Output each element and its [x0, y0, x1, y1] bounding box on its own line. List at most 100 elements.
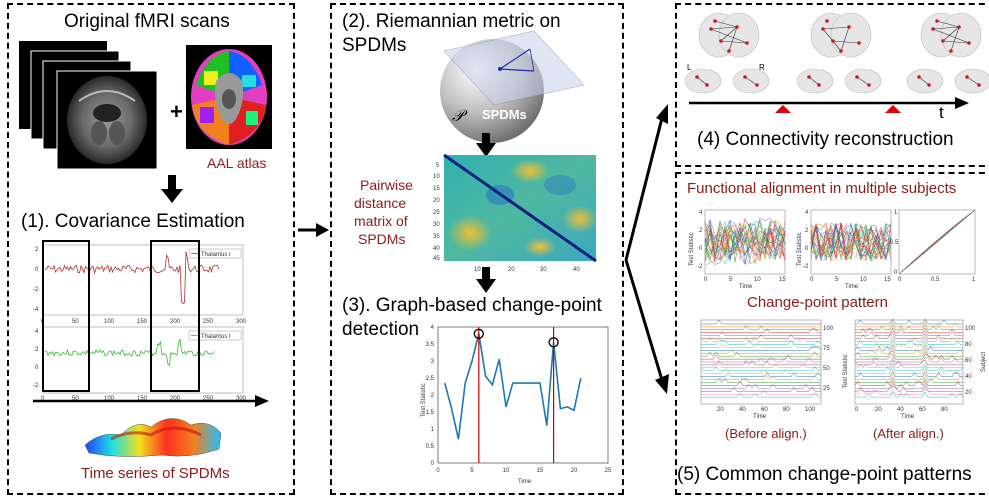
matrix-ytick: 10 [433, 174, 440, 180]
time-arrow-icon [33, 395, 269, 407]
alignment-plots: Test Statistic Test Statistic Time Time … [689, 209, 976, 290]
matrix-xtick: 10 [474, 267, 481, 273]
legend-thalamus-l: Thalamus l [201, 334, 230, 340]
arrow-right-icon [298, 223, 329, 237]
ts-top-xtick: 250 [203, 319, 214, 325]
plot-ytick: 0.5 [426, 444, 435, 450]
time-series-spdms-label: Time series of SPDMs [81, 465, 230, 482]
plot-ytick: 3.5 [426, 342, 435, 348]
raster-ytick: 75 [823, 346, 830, 352]
matrix-ytick: 25 [433, 210, 440, 216]
raster-xtick: 100 [805, 407, 816, 413]
warp-ytick: 1 [894, 210, 898, 216]
before-align-label: (Before align.) [725, 426, 807, 441]
small-xtick: 0 [810, 277, 814, 283]
aal-atlas-image [186, 45, 272, 149]
plot-ytick: 3 [431, 359, 435, 365]
small-ytick: 0 [805, 246, 809, 252]
ts-top-xtick: 100 [104, 319, 115, 325]
raster-xtick: 80 [941, 407, 948, 413]
small-xtick: 15 [779, 277, 786, 283]
ts-top-ytick: -2 [33, 287, 39, 293]
change-point-marker [473, 328, 484, 339]
small-ytick: -2 [803, 264, 809, 270]
small-ytick: 4 [699, 210, 703, 216]
matrix-label-line2: distance [354, 195, 407, 211]
ts-bottom-xtick: 50 [72, 396, 79, 402]
small-plot-ylabel: Test Statistic [797, 232, 803, 266]
raster-ytick: 50 [823, 366, 830, 372]
small-xtick: 0 [704, 277, 708, 283]
panel-covariance-estimation: Original fMRI scans + [7, 3, 295, 495]
connectivity-caption: (4) Connectivity reconstruction [697, 129, 954, 150]
matrix-ytick: 15 [433, 186, 440, 192]
timeline-axis [689, 97, 969, 113]
warp-xtick: 0 [898, 277, 902, 283]
raster-xlabel: Time [753, 414, 767, 420]
ts-top-xtick: 200 [170, 319, 181, 325]
raster-xtick: 40 [897, 407, 904, 413]
raster-ytick: 40 [965, 374, 972, 380]
ts-bottom-xtick: 150 [137, 396, 148, 402]
ts-top-xtick: 300 [236, 319, 247, 325]
panel-common-change-points: Functional alignment in multiple subject… [675, 172, 989, 495]
manifold-label: SPDMs [482, 107, 527, 122]
matrix-label-line4: SPDMs [358, 231, 406, 247]
riemannian-title-line1: (2). Riemannian metric on [342, 11, 561, 32]
change-point-title-line2: detection [342, 319, 420, 340]
ts-top-ytick: -4 [33, 307, 39, 313]
plot-xtick: 15 [537, 468, 544, 474]
plot-ytick: 2 [431, 393, 435, 399]
ts-bottom-xtick: 250 [203, 396, 214, 402]
brain-networks [684, 12, 989, 94]
raster-ytick: 60 [965, 358, 972, 364]
after-align-label: (After align.) [873, 426, 944, 441]
raster-ytick: 20 [965, 390, 972, 396]
plot-xlabel: Time [518, 479, 532, 485]
warp-ytick: 0 [894, 270, 898, 276]
matrix-label-line1: Pairwise [360, 177, 413, 193]
plot-ytick: 0 [431, 461, 435, 467]
ts-bottom-xtick: 100 [104, 396, 115, 402]
distance-matrix-heatmap: 5 10 15 20 25 30 35 40 45 10 20 30 40 [433, 153, 598, 273]
plot-ylabel: Test Statistic [421, 383, 427, 417]
time-series-plots: 2 0 -2 -4 Thalamus r 0 50 100 150 200 25… [33, 240, 247, 402]
warp-ytick: 0.5 [890, 240, 899, 246]
raster-xtick: 80 [783, 407, 790, 413]
plot-xtick: 5 [470, 468, 474, 474]
warp-xtick: 1 [972, 277, 976, 283]
common-patterns-caption: (5) Common change-point patterns [677, 464, 972, 485]
matrix-label-line3: matrix of [354, 213, 408, 229]
left-hemisphere-letter: L [687, 63, 692, 72]
small-ytick: 2 [699, 228, 703, 234]
small-plot-ylabel: Test Statistic [689, 232, 695, 266]
matrix-xtick: 20 [508, 267, 515, 273]
ts-bottom-xtick: 200 [170, 396, 181, 402]
spdm-manifold-image: 𝒫 SPDMs [440, 30, 585, 143]
matrix-xtick: 40 [573, 267, 580, 273]
ts-top-xtick: 150 [137, 319, 148, 325]
raster-xtick: 40 [739, 407, 746, 413]
raster-xtick: 60 [761, 407, 768, 413]
raster-ytick: 25 [823, 386, 830, 392]
raster-xtick: 20 [717, 407, 724, 413]
raster-ytick: 100 [823, 326, 834, 332]
ts-top-ytick: 2 [35, 247, 39, 253]
plot-xtick: 20 [571, 468, 578, 474]
ts-bottom-ytick: 0 [35, 365, 39, 371]
matrix-ytick: 40 [433, 246, 440, 252]
ts-bottom-ytick: 2 [35, 347, 39, 353]
small-plot-xlabel: Time [739, 284, 753, 290]
matrix-ytick: 20 [433, 198, 440, 204]
brain-network [796, 12, 882, 94]
legend-thalamus-r: Thalamus r [201, 252, 231, 258]
small-ytick: -2 [697, 264, 703, 270]
riemannian-title-line2: SPDMs [342, 35, 407, 56]
raster-plots: 100 75 50 25 100 80 60 40 20 Test Statis… [700, 318, 987, 420]
plot-xtick: 10 [503, 468, 510, 474]
matrix-xtick: 30 [540, 267, 547, 273]
plot-ytick: 1.5 [426, 410, 435, 416]
raster-xtick: 0 [855, 407, 859, 413]
ts-top-ytick: 0 [35, 267, 39, 273]
raster-xtick: 20 [875, 407, 882, 413]
